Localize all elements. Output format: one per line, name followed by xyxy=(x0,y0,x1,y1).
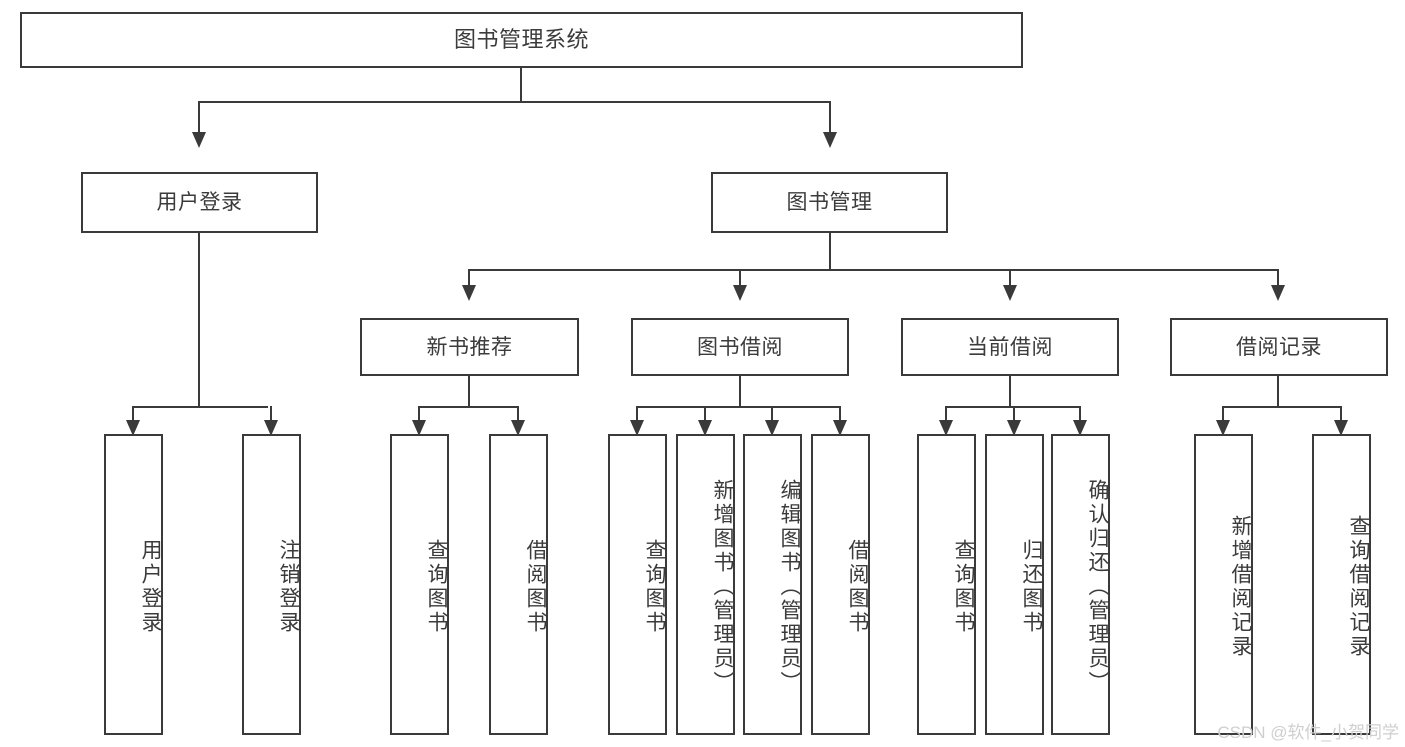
leaf-return-book[interactable]: 归还图书 xyxy=(985,434,1044,735)
connector-user-login-bus xyxy=(132,406,268,408)
leaf-borrow-book[interactable]: 借阅图书 xyxy=(811,434,870,735)
node-book-manage[interactable]: 图书管理 xyxy=(711,172,948,233)
arrowhead-bb-leaf-1 xyxy=(698,420,712,436)
leaf-user-login[interactable]: 用户登录 xyxy=(104,434,163,735)
connector-drop-cb-leaf-2 xyxy=(1079,406,1081,424)
connector-drop-leaf-logout xyxy=(270,406,272,424)
connector-drop-borrow-record xyxy=(1277,269,1279,289)
node-user-login[interactable]: 用户登录 xyxy=(81,172,318,233)
arrowhead-leaf-user-login xyxy=(126,420,140,436)
arrowhead-bb-leaf-2 xyxy=(765,420,779,436)
leaf-query-book-current[interactable]: 查询图书 xyxy=(917,434,976,735)
leaf-borrow-book-recommend[interactable]: 借阅图书 xyxy=(489,434,548,735)
connector-drop-new-book xyxy=(468,269,470,289)
arrowhead-bb-leaf-3 xyxy=(833,420,847,436)
connector-current-borrow-stem xyxy=(1009,376,1011,407)
connector-drop-book-manage xyxy=(829,101,831,134)
leaf-confirm-return-admin[interactable]: 确认归还（管理员） xyxy=(1051,434,1110,735)
connector-borrow-record-stem xyxy=(1277,376,1279,407)
connector-drop-leaf-user-login xyxy=(132,406,134,424)
connector-book-borrow-bus xyxy=(636,406,841,408)
connector-drop-br-leaf-0 xyxy=(1222,406,1224,424)
arrowhead-current-borrow xyxy=(1003,285,1017,301)
arrowhead-book-manage xyxy=(823,132,837,148)
arrowhead-new-book xyxy=(462,285,476,301)
connector-book-borrow-stem xyxy=(739,376,741,407)
connector-drop-cb-leaf-0 xyxy=(945,406,947,424)
connector-drop-bb-leaf-2 xyxy=(771,406,773,424)
arrowhead-nb-leaf-1 xyxy=(511,420,525,436)
leaf-add-borrow-record[interactable]: 新增借阅记录 xyxy=(1194,434,1253,735)
arrowhead-user-login xyxy=(192,132,206,148)
connector-drop-book-borrow xyxy=(739,269,741,289)
leaf-query-borrow-record[interactable]: 查询借阅记录 xyxy=(1312,434,1371,735)
arrowhead-cb-leaf-0 xyxy=(939,420,953,436)
connector-root-stem xyxy=(520,68,522,102)
connector-user-login-stem xyxy=(198,233,200,407)
node-book-borrow[interactable]: 图书借阅 xyxy=(631,318,849,376)
connector-level1-bus xyxy=(198,101,831,103)
arrowhead-cb-leaf-2 xyxy=(1073,420,1087,436)
connector-drop-nb-leaf-0 xyxy=(418,406,420,424)
connector-drop-bb-leaf-1 xyxy=(704,406,706,424)
node-new-book-recommend[interactable]: 新书推荐 xyxy=(360,318,579,376)
connector-drop-user-login xyxy=(198,101,200,134)
arrowhead-nb-leaf-0 xyxy=(412,420,426,436)
arrowhead-book-borrow xyxy=(733,285,747,301)
connector-borrow-record-bus xyxy=(1222,406,1342,408)
arrowhead-borrow-record xyxy=(1271,285,1285,301)
arrowhead-leaf-logout xyxy=(264,420,278,436)
connector-drop-cb-leaf-1 xyxy=(1013,406,1015,424)
leaf-add-book-admin[interactable]: 新增图书（管理员） xyxy=(676,434,735,735)
arrowhead-br-leaf-0 xyxy=(1216,420,1230,436)
connector-drop-bb-leaf-3 xyxy=(839,406,841,424)
leaf-logout[interactable]: 注销登录 xyxy=(242,434,301,735)
connector-drop-bb-leaf-0 xyxy=(636,406,638,424)
leaf-query-book-borrow[interactable]: 查询图书 xyxy=(608,434,667,735)
arrowhead-bb-leaf-0 xyxy=(630,420,644,436)
connector-new-book-bus xyxy=(418,406,519,408)
arrowhead-br-leaf-1 xyxy=(1334,420,1348,436)
connector-level2-bus xyxy=(468,269,1278,271)
node-root-system[interactable]: 图书管理系统 xyxy=(20,12,1023,68)
node-current-borrow[interactable]: 当前借阅 xyxy=(901,318,1119,376)
node-borrow-record[interactable]: 借阅记录 xyxy=(1170,318,1388,376)
connector-drop-nb-leaf-1 xyxy=(517,406,519,424)
arrowhead-cb-leaf-1 xyxy=(1007,420,1021,436)
connector-book-manage-stem xyxy=(829,233,831,270)
connector-drop-current-borrow xyxy=(1009,269,1011,289)
leaf-query-book-recommend[interactable]: 查询图书 xyxy=(390,434,449,735)
connector-drop-br-leaf-1 xyxy=(1340,406,1342,424)
connector-new-book-stem xyxy=(468,376,470,407)
leaf-edit-book-admin[interactable]: 编辑图书（管理员） xyxy=(743,434,802,735)
